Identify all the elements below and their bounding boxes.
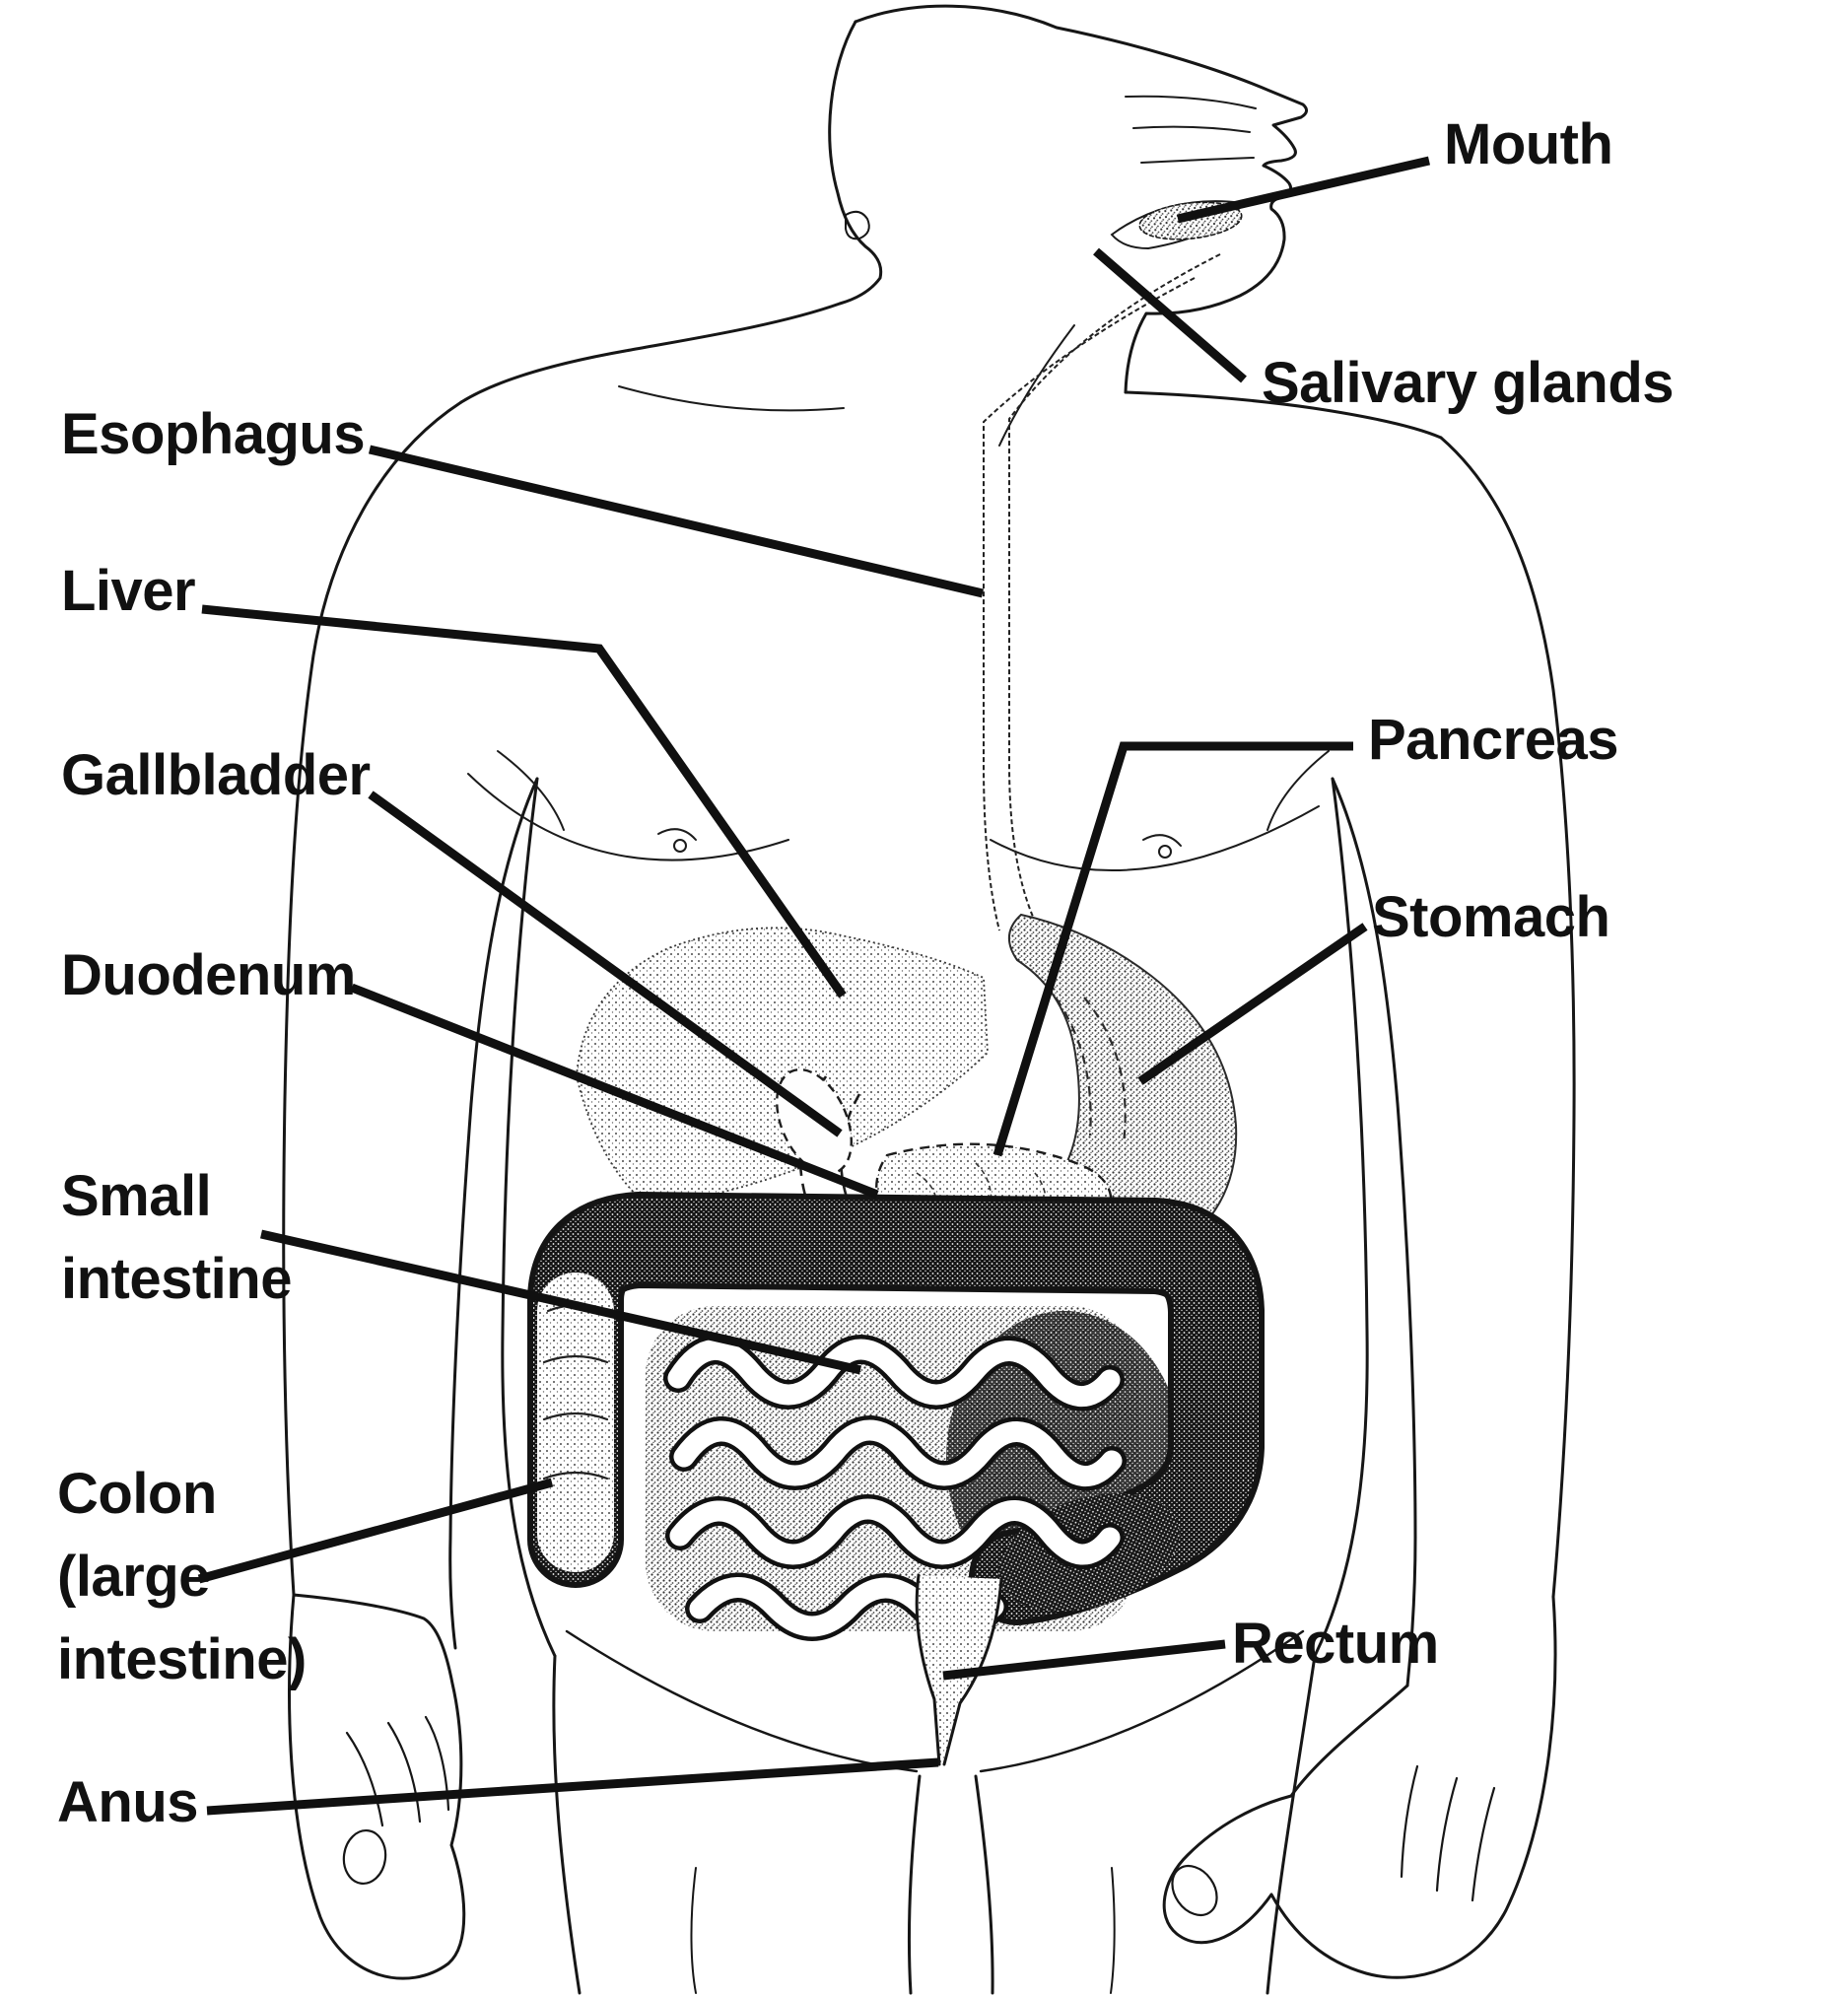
colon-leader-line [197, 1478, 554, 1584]
left-leg-outer [552, 1654, 582, 1995]
liver-shape [576, 927, 989, 1207]
left-arm-inner [448, 777, 539, 1650]
right-thumbnail [1171, 1864, 1218, 1917]
label-colon: Colon (large intestine) [57, 1453, 307, 1701]
left-knee-line [690, 1867, 697, 1994]
left-thumbnail [342, 1829, 387, 1885]
nipple-right-areola [1142, 834, 1182, 847]
small-intestine-leader-line [260, 1229, 861, 1375]
label-mouth: Mouth [1444, 112, 1613, 176]
label-duodenum: Duodenum [61, 943, 356, 1007]
nasal-cavity-lines [1125, 95, 1257, 133]
nipple-left-areola [657, 828, 697, 841]
label-salivary-glands: Salivary glands [1262, 351, 1675, 415]
palate-line [1140, 157, 1255, 164]
ear-icon [845, 210, 870, 241]
label-colon-line1: Colon [57, 1462, 217, 1526]
left-hand-fingers [345, 1715, 450, 1827]
label-liver: Liver [61, 559, 196, 623]
right-arm-inner [1331, 777, 1417, 1687]
shoulder-right [1124, 390, 1443, 440]
left-leg-inner [907, 1774, 922, 1995]
label-small-intestine-line2: intestine [61, 1247, 293, 1311]
gallbladder-shape [776, 1067, 853, 1176]
liver-leader-line [201, 604, 847, 998]
rectum-leader-line [942, 1639, 1226, 1681]
collarbone-left [618, 385, 845, 412]
right-leg-inner [974, 1774, 994, 1995]
right-hand [1162, 1595, 1557, 1979]
pancreas-leader-line [992, 741, 1353, 1157]
rectum-shape [915, 1573, 1003, 1766]
right-arm-outer [1439, 436, 1576, 1599]
stomach-rugae [1046, 985, 1127, 1144]
label-esophagus: Esophagus [61, 402, 366, 466]
label-small-intestine-line1: Small [61, 1164, 212, 1228]
salivary-glands-leader-line [1093, 247, 1247, 383]
label-colon-line2: (large [57, 1545, 210, 1609]
nipple-right-icon [1158, 845, 1172, 859]
label-rectum: Rectum [1232, 1612, 1439, 1676]
label-colon-line3: intestine) [57, 1627, 307, 1691]
duodenum-leader-line [350, 983, 879, 1200]
anus-leader-line [206, 1757, 939, 1816]
right-knee-line [1110, 1867, 1116, 1994]
right-leg-outer [1266, 1654, 1317, 1995]
body-outline [282, 4, 1576, 1995]
torso-right-side [1313, 777, 1369, 1658]
left-hand [288, 1593, 466, 1980]
gallbladder-leader-line [368, 791, 843, 1137]
haustra-lines [542, 1303, 609, 1480]
esophagus-tube [983, 253, 1221, 931]
torso-left-side [501, 777, 557, 1658]
stomach-leader-line [1137, 923, 1368, 1085]
head-profile [854, 4, 1308, 394]
label-gallbladder: Gallbladder [61, 743, 371, 807]
mouth-leader-line [1176, 156, 1431, 224]
label-stomach: Stomach [1372, 885, 1610, 949]
nipple-left-icon [673, 839, 687, 853]
leader-lines [197, 156, 1431, 1816]
breast-curve-right [990, 805, 1320, 872]
label-small-intestine: Small intestine [61, 1155, 293, 1321]
right-hand-fingers [1400, 1764, 1496, 1902]
left-arm-outer [282, 400, 463, 1597]
label-anus: Anus [57, 1770, 199, 1834]
neckline-left [998, 324, 1075, 447]
armpit-fold-left [497, 750, 565, 831]
esophagus-leader-line [368, 445, 985, 598]
label-pancreas: Pancreas [1368, 708, 1618, 772]
head-back-outline [459, 20, 883, 404]
chest-details [467, 324, 1330, 872]
armpit-fold-right [1266, 750, 1330, 831]
mouth-section [1110, 95, 1257, 250]
